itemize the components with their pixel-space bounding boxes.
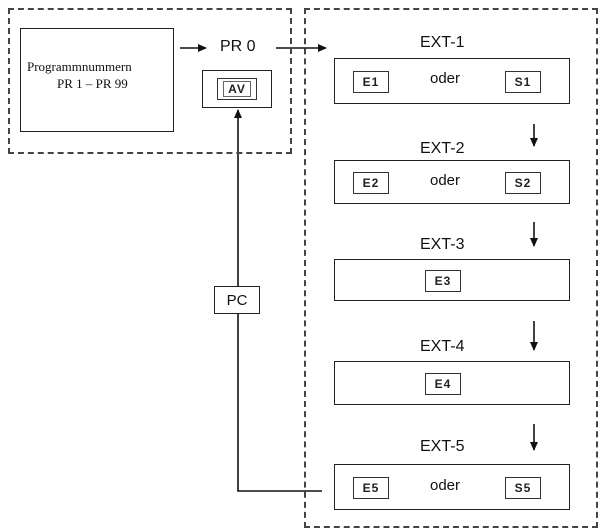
ext4-box: E4 <box>334 361 570 405</box>
pc-label: PC <box>226 291 248 309</box>
ext2-connector: oder <box>430 172 461 189</box>
program-numbers-line1: Programmnummern <box>27 59 132 74</box>
ext-region <box>304 8 598 528</box>
ext5-title: EXT-5 <box>420 438 465 455</box>
ext4-title: EXT-4 <box>420 338 465 355</box>
ext1-box: E1 oder S1 <box>334 58 570 104</box>
ext5-left-key: E5 <box>353 477 389 499</box>
pc-label-box: PC <box>214 286 260 314</box>
program-region <box>8 8 292 154</box>
ext3-box: E3 <box>334 259 570 301</box>
program-numbers-box: Programmnummern PR 1 – PR 99 <box>20 28 174 132</box>
ext3-title: EXT-3 <box>420 236 465 253</box>
ext2-title: EXT-2 <box>420 140 465 157</box>
av-key: AV <box>217 78 257 100</box>
ext2-box: E2 oder S2 <box>334 160 570 204</box>
ext2-right-key: S2 <box>505 172 541 194</box>
return-line-ext5-to-av <box>234 109 322 492</box>
ext1-connector: oder <box>430 70 461 87</box>
av-key-frame: AV <box>202 70 272 108</box>
ext4-center-key: E4 <box>425 373 461 395</box>
ext5-connector: oder <box>430 477 461 494</box>
ext5-right-key: S5 <box>505 477 541 499</box>
ext1-left-key: E1 <box>353 71 389 93</box>
pr0-label: PR 0 <box>220 38 256 55</box>
program-numbers-line2: PR 1 – PR 99 <box>57 76 128 91</box>
ext3-center-key: E3 <box>425 270 461 292</box>
ext1-right-key: S1 <box>505 71 541 93</box>
ext5-box: E5 oder S5 <box>334 464 570 510</box>
ext1-title: EXT-1 <box>420 34 465 51</box>
ext2-left-key: E2 <box>353 172 389 194</box>
